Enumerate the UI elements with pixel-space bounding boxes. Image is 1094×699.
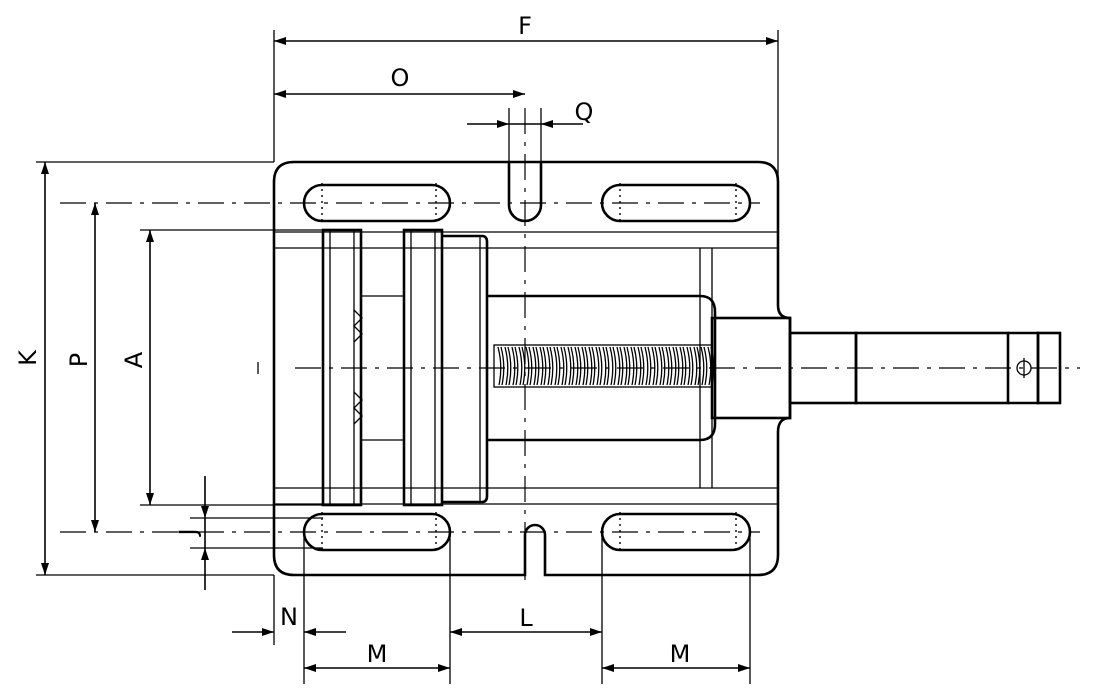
label-M-left: M — [367, 640, 388, 668]
jaw-body — [361, 295, 405, 441]
label-M-right: M — [670, 640, 691, 668]
label-J: J — [174, 528, 202, 537]
center-lines — [60, 108, 1080, 580]
label-F: F — [518, 12, 532, 40]
dimension-lines — [41, 37, 778, 672]
label-Q: Q — [575, 98, 594, 126]
label-P: P — [65, 353, 93, 367]
label-A: A — [120, 351, 148, 368]
lead-screw — [493, 344, 715, 388]
label-O: O — [391, 64, 410, 92]
dimension-labels: F O Q K P A J N M L M — [14, 12, 690, 668]
label-K: K — [14, 349, 42, 366]
label-N: N — [280, 603, 298, 631]
label-L: L — [519, 604, 533, 632]
